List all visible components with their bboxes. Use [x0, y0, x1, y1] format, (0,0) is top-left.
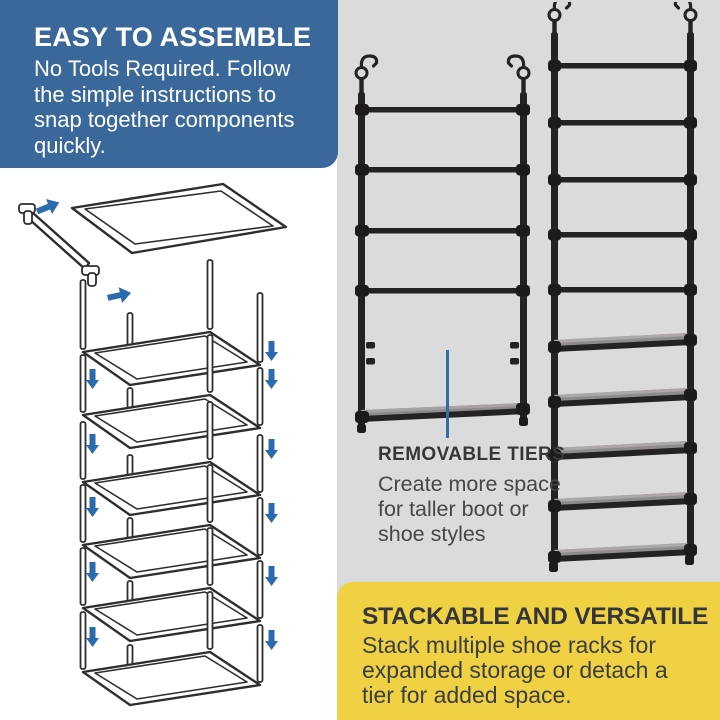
- stacking-hook-icon: [506, 54, 531, 98]
- down-arrow-icon: [86, 562, 99, 582]
- rack-pole: [687, 32, 694, 564]
- exploded-top-frame: [18, 182, 288, 287]
- easy-to-assemble-panel: EASY TO ASSEMBLE No Tools Required. Foll…: [0, 0, 338, 168]
- shoe-rack-photo-short: [354, 54, 531, 433]
- fabric-shelf: [548, 441, 697, 461]
- down-arrow-icon: [265, 341, 278, 361]
- assemble-arrow-icon: [34, 195, 63, 219]
- shoe-rack-photo-tall: [547, 2, 698, 572]
- down-arrow-icon: [265, 439, 278, 459]
- easy-to-assemble-body: No Tools Required. Follow the simple ins…: [34, 56, 295, 158]
- rack-foot: [685, 555, 694, 565]
- rack-pole: [520, 92, 527, 426]
- stackable-panel: STACKABLE AND VERSATILE Stack multiple s…: [337, 582, 720, 720]
- down-arrow-icon: [265, 630, 278, 650]
- stackable-title: STACKABLE AND VERSATILE: [362, 603, 709, 630]
- assemble-arrow-icon: [106, 285, 133, 306]
- removable-tiers-body: Create more space for taller boot or sho…: [378, 472, 561, 546]
- down-arrow-icon: [265, 369, 278, 389]
- assembly-diagram: [18, 182, 288, 707]
- down-arrow-icon: [86, 369, 99, 389]
- easy-to-assemble-title: EASY TO ASSEMBLE: [34, 22, 312, 52]
- rack-foot: [549, 562, 558, 572]
- rack-pole: [551, 32, 558, 564]
- fabric-shelf: [355, 403, 530, 423]
- rack-foot: [519, 417, 528, 426]
- down-arrow-icon: [86, 627, 99, 647]
- stackable-body: Stack multiple shoe racks for expanded s…: [362, 632, 668, 708]
- down-arrow-icon: [265, 566, 278, 586]
- pointer-line: [446, 350, 449, 438]
- rack-foot: [357, 424, 366, 433]
- down-arrow-icon: [86, 497, 99, 517]
- rack-frame-drawing: [79, 259, 264, 707]
- rack-pole: [358, 92, 365, 426]
- fabric-shelf: [548, 388, 697, 408]
- down-arrow-icon: [86, 434, 99, 454]
- removed-tier-connectors: [366, 342, 519, 365]
- fabric-shelf: [548, 543, 697, 563]
- fabric-shelf: [548, 333, 697, 353]
- down-arrow-icon: [265, 503, 278, 523]
- removable-tiers-title: REMOVABLE TIERS: [378, 444, 566, 465]
- removable-tiers-note: REMOVABLE TIERS Create more space for ta…: [378, 444, 565, 547]
- stacking-hook-icon: [354, 54, 379, 98]
- fabric-shelf: [548, 492, 697, 512]
